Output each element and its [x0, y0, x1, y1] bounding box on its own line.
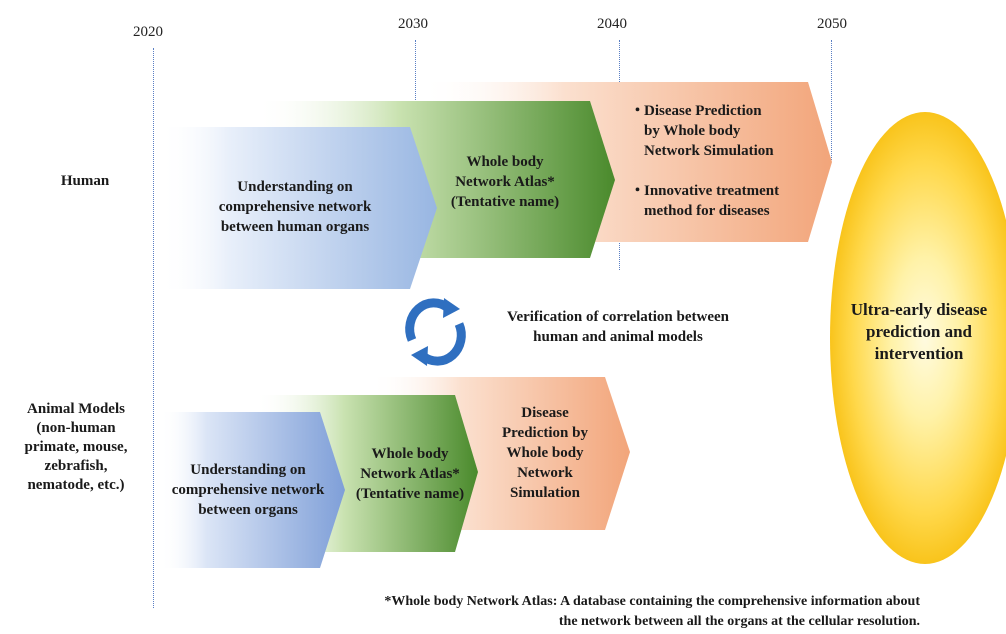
human-stage1-line: comprehensive network	[218, 199, 372, 215]
human-stage3-bullet-2: ・Innovative treatment method for disease…	[630, 181, 830, 221]
goal-ellipse	[830, 112, 1006, 564]
animal-stage2-line: (Tentative name)	[355, 486, 465, 502]
animal-label-line: Animal Models	[27, 401, 125, 417]
human-stage1-line: between human organs	[220, 219, 370, 235]
human-stage1-line: Understanding on	[237, 179, 353, 195]
year-2020: 2020	[133, 24, 163, 40]
bullet-dot: ・	[630, 103, 646, 119]
year-2040: 2040	[597, 16, 627, 32]
animal-stage3-text: Disease Prediction by Whole body Network…	[480, 403, 610, 503]
bullet-line: Disease Prediction	[644, 103, 762, 119]
animal-stage3-line: Network	[517, 465, 573, 481]
goal-line: Ultra-early disease	[850, 300, 988, 319]
animal-stage1-line: between organs	[198, 502, 298, 518]
human-stage1-text: Understanding on comprehensive network b…	[190, 177, 400, 237]
footnote: *Whole body Network Atlas: A database co…	[150, 592, 920, 632]
goal-line: prediction and	[866, 322, 972, 341]
animal-stage2-text: Whole body Network Atlas* (Tentative nam…	[345, 444, 475, 504]
bullet-line: method for diseases	[644, 203, 770, 219]
animal-stage2-line: Network Atlas*	[360, 466, 460, 482]
animal-arrow-stage1	[160, 412, 345, 568]
year-2030: 2030	[398, 16, 428, 32]
animal-stage1-line: comprehensive network	[171, 482, 325, 498]
animal-label-line: nematode, etc.)	[27, 477, 125, 493]
human-stage3-bullet-1: ・Disease Prediction by Whole body Networ…	[630, 101, 830, 161]
animal-stage1-text: Understanding on comprehensive network b…	[158, 460, 338, 520]
animal-label-line: (non-human	[36, 420, 116, 436]
animal-stage3-line: Simulation	[509, 485, 581, 501]
cycle-arrows-icon	[405, 298, 466, 366]
year-line-2020	[153, 48, 154, 608]
animal-stage3-line: Disease	[521, 405, 569, 421]
footnote-line: *Whole body Network Atlas: A database co…	[384, 594, 920, 609]
goal-text: Ultra-early disease prediction and inter…	[826, 299, 1006, 365]
year-line-2050	[831, 40, 832, 160]
bullet-line: Network Simulation	[644, 143, 774, 159]
animal-stage3-line: Whole body	[506, 445, 584, 461]
human-stage2-line: Network Atlas*	[455, 174, 555, 190]
animal-label-line: primate, mouse,	[24, 439, 128, 455]
goal-line: intervention	[874, 344, 964, 363]
human-stage2-line: (Tentative name)	[450, 194, 560, 210]
human-stage2-text: Whole body Network Atlas* (Tentative nam…	[420, 152, 590, 212]
year-2050: 2050	[817, 16, 847, 32]
verification-line: human and animal models	[533, 329, 703, 345]
verification-text: Verification of correlation between huma…	[478, 307, 758, 347]
animal-stage1-line: Understanding on	[190, 462, 306, 478]
bullet-dot: ・	[630, 183, 646, 199]
human-arrow-stage1	[160, 127, 437, 289]
animal-stage2-line: Whole body	[371, 446, 449, 462]
bullet-line: by Whole body	[644, 123, 741, 139]
bullet-line: Innovative treatment	[644, 183, 780, 199]
footnote-line: the network between all the organs at th…	[558, 614, 920, 629]
animal-row-label: Animal Models (non-human primate, mouse,…	[4, 400, 148, 495]
animal-stage3-line: Prediction by	[502, 425, 588, 441]
animal-label-line: zebrafish,	[44, 458, 108, 474]
verification-line: Verification of correlation between	[506, 309, 730, 325]
human-stage2-line: Whole body	[466, 154, 544, 170]
human-row-label: Human	[60, 173, 110, 189]
